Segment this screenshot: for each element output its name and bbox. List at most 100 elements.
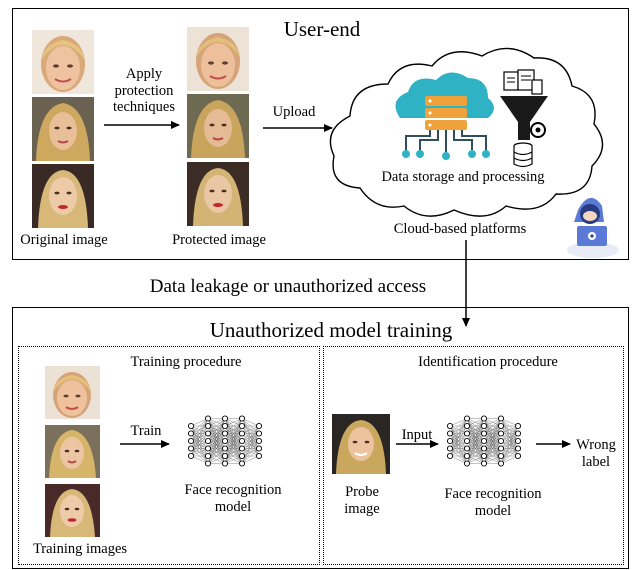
network-node (480, 437, 488, 445)
apply-protection-label: Apply protection techniques (112, 66, 175, 116)
protected-face-3 (187, 162, 249, 226)
network-node (480, 422, 488, 430)
network-node (204, 437, 212, 445)
data-funnel-icon (500, 69, 548, 168)
network-node (463, 452, 471, 460)
network-node (255, 445, 263, 452)
network-node (221, 422, 229, 430)
hacker-icon (567, 197, 619, 258)
network-node (514, 445, 522, 452)
network-node (514, 437, 522, 445)
network-node (463, 460, 471, 467)
user-end-title: User-end (283, 17, 361, 41)
protected-face-1 (187, 27, 249, 91)
training-face-3 (45, 484, 100, 537)
original-face-2 (32, 97, 94, 161)
network-node (238, 452, 246, 460)
training-face-2 (45, 425, 100, 478)
network-node (187, 437, 195, 445)
network-node (238, 460, 246, 467)
network-node (480, 452, 488, 460)
network-node (204, 430, 212, 437)
network-node (187, 452, 195, 460)
network-node (514, 452, 522, 460)
network-node (221, 452, 229, 460)
upload-label: Upload (272, 104, 316, 120)
network-node (514, 422, 522, 430)
network-node (221, 460, 229, 467)
identification-procedure-title: Identification procedure (418, 354, 558, 370)
network-node (463, 415, 471, 422)
network-node (255, 437, 263, 445)
network-node (221, 430, 229, 437)
network-node (497, 430, 505, 437)
training-model-label: Face recognition model (184, 482, 282, 515)
network-node (497, 445, 505, 452)
original-face-3 (32, 164, 94, 228)
cloud-shape (329, 47, 604, 217)
network-node (446, 422, 454, 430)
network-node (238, 445, 246, 452)
unauthorized-training-box (12, 307, 629, 569)
network-node (446, 437, 454, 445)
cloud-server-icon (395, 72, 494, 160)
probe-image-label: Probe image (344, 484, 380, 517)
training-images-caption: Training images (32, 541, 128, 557)
network-node (514, 430, 522, 437)
protected-face-2 (187, 94, 249, 158)
cloud-caption: Data storage and processing (381, 169, 545, 185)
network-node (497, 452, 505, 460)
network-node (204, 452, 212, 460)
network-node (463, 430, 471, 437)
network-node (480, 445, 488, 452)
network-node (221, 445, 229, 452)
network-node (238, 415, 246, 422)
cloud-platforms-caption: Cloud-based platforms (393, 221, 527, 237)
data-leak-label: Data leakage or unauthorized access (149, 276, 427, 297)
train-label: Train (130, 423, 162, 439)
network-node (238, 422, 246, 430)
network-node (463, 437, 471, 445)
training-procedure-box (18, 346, 320, 565)
neural-network-icon-training (187, 415, 263, 467)
network-node (497, 437, 505, 445)
network-node (497, 460, 505, 467)
network-node (187, 430, 195, 437)
network-node (187, 445, 195, 452)
wrong-label-output: Wrong label (576, 437, 616, 470)
network-node (480, 460, 488, 467)
network-node (238, 430, 246, 437)
network-node (480, 415, 488, 422)
neural-network-icon-identification (446, 415, 522, 467)
original-image-caption: Original image (20, 232, 108, 248)
identification-procedure-box (323, 346, 624, 565)
network-node (221, 415, 229, 422)
network-node (204, 422, 212, 430)
network-node (446, 452, 454, 460)
network-node (204, 445, 212, 452)
network-node (497, 422, 505, 430)
network-node (204, 460, 212, 467)
network-node (255, 430, 263, 437)
unauthorized-training-title: Unauthorized model training (209, 318, 453, 342)
user-end-box (12, 8, 629, 260)
network-node (238, 437, 246, 445)
network-node (204, 415, 212, 422)
original-face-1 (32, 30, 94, 94)
training-procedure-title: Training procedure (130, 354, 242, 370)
network-node (446, 445, 454, 452)
training-face-1 (45, 366, 100, 419)
network-node (446, 430, 454, 437)
identification-model-label: Face recognition model (444, 486, 542, 519)
network-node (497, 415, 505, 422)
network-node (255, 452, 263, 460)
network-node (255, 422, 263, 430)
network-node (463, 445, 471, 452)
network-node (221, 437, 229, 445)
network-node (187, 422, 195, 430)
protected-image-caption: Protected image (172, 232, 266, 248)
probe-face (332, 414, 390, 474)
network-node (463, 422, 471, 430)
input-label: Input (401, 427, 433, 443)
